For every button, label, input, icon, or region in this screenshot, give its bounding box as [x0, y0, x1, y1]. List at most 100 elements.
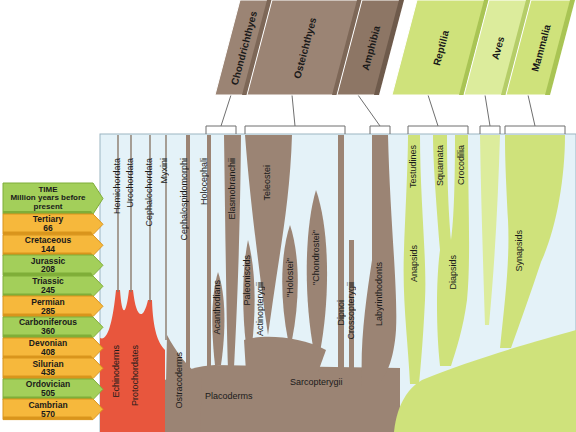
- leader-bracket: [480, 95, 500, 134]
- period-name: Cambrian: [28, 401, 67, 410]
- arrow-face: [3, 183, 103, 214]
- arrow-face: [3, 235, 103, 256]
- protochordate-spindle: [100, 290, 165, 432]
- protochordate-region: [100, 290, 165, 432]
- period-box: Permian285: [3, 296, 103, 317]
- period-age: 408: [41, 348, 55, 357]
- period-age: 285: [41, 307, 55, 316]
- arrow-face: [3, 338, 103, 359]
- period-name: Ordovician: [26, 380, 70, 389]
- period-name: TIME: [38, 186, 57, 194]
- class-column: Mammalia: [506, 0, 575, 95]
- arrow-face: [3, 214, 103, 235]
- fish-region: [165, 135, 400, 432]
- period-name: Silurian: [32, 360, 63, 369]
- arrow-face: [3, 379, 103, 400]
- diapsid-spindle: [433, 135, 469, 366]
- period-name: Jurassic: [31, 257, 66, 266]
- period-box: Triassic245: [3, 276, 103, 297]
- anapsid-spindle: [404, 135, 426, 384]
- period-name: Carboniferous: [19, 318, 77, 327]
- taxon-label: Elasmobranchii: [228, 158, 237, 220]
- taxon-label: Paleoniscids: [243, 255, 252, 306]
- class-column: Amphibia: [337, 0, 404, 95]
- period-name: Triassic: [32, 277, 64, 286]
- column-face: [506, 0, 575, 95]
- taxon-label: Squamata: [436, 145, 445, 186]
- taxon-label: Urochordata: [126, 158, 135, 208]
- dipnoi-column: [338, 135, 344, 372]
- arrow-face: [3, 276, 103, 297]
- column-face: [337, 0, 404, 95]
- period-age: 245: [41, 286, 55, 295]
- arrow-face: [3, 317, 103, 338]
- paleoniscid-spindle: [243, 240, 254, 345]
- period-age: 144: [41, 245, 55, 254]
- amniote-region: [394, 135, 576, 432]
- period-box: Devonian408: [3, 338, 103, 359]
- branch-lines: [118, 135, 166, 340]
- taxon-label: Cephalospidomorphi: [180, 158, 189, 241]
- taxon-label: Testudines: [409, 145, 418, 188]
- elasmobranch-column: [224, 135, 241, 370]
- taxon-label: Anapsids: [410, 245, 419, 282]
- period-name: Cretaceous: [25, 236, 71, 245]
- leader-bracket: [206, 95, 236, 134]
- period-box: Silurian438: [3, 358, 103, 379]
- period-age: 505: [41, 389, 55, 398]
- period-box: TIMEMillion years before present: [3, 183, 103, 214]
- acanthodian-spindle: [212, 272, 224, 365]
- taxon-label: Placoderms: [205, 392, 253, 401]
- arrow-face: [3, 358, 103, 379]
- synapsid-spindle: [500, 135, 565, 348]
- taxon-label: Crocodilia: [457, 145, 466, 185]
- taxon-label: Holocephali: [200, 158, 209, 205]
- period-box: Cretaceous144: [3, 235, 103, 256]
- period-age: 438: [41, 368, 55, 377]
- taxon-label: Crossopterygii: [347, 282, 356, 340]
- ostracoderm-wedge: [165, 335, 202, 432]
- arrow-face: [3, 296, 103, 317]
- taxon-label: Ostracoderms: [175, 352, 184, 409]
- taxon-label: Actinopterygii: [256, 282, 265, 336]
- taxon-label: Protochordates: [131, 345, 140, 406]
- period-age: Million years before present: [3, 194, 93, 211]
- column-side: [545, 0, 575, 95]
- period-box: Jurassic208: [3, 255, 103, 276]
- taxon-label: "Holostei": [286, 258, 295, 297]
- taxon-label: Teleostei: [263, 165, 272, 201]
- leader-bracket: [358, 95, 390, 134]
- time-panel: [100, 134, 576, 432]
- holostei-spindle: [282, 225, 298, 340]
- taxon-label: "Chondrostei": [312, 230, 321, 285]
- bird-spindle: [480, 135, 500, 325]
- arrow-face: [3, 255, 103, 276]
- taxon-label: Diapsids: [449, 255, 458, 290]
- taxon-label: Hemichordata: [113, 158, 122, 214]
- leader-bracket: [408, 95, 468, 134]
- period-name: Tertiary: [33, 215, 64, 224]
- labyrinthodont-spindle: [362, 135, 397, 386]
- chondrostei-spindle: [307, 190, 327, 352]
- period-name: Permian: [31, 298, 65, 307]
- taxon-label: Cephalochordata: [145, 158, 154, 227]
- period-name: Devonian: [29, 339, 67, 348]
- taxon-label: Echinoderms: [112, 345, 121, 398]
- taxon-label: Labyrinthodonts: [375, 262, 384, 326]
- taxon-label: Sarcopterygii: [290, 378, 343, 387]
- leader-bracket: [505, 95, 565, 134]
- period-age: 570: [41, 410, 55, 419]
- period-box: Cambrian570: [3, 399, 103, 420]
- period-age: 66: [43, 224, 52, 233]
- taxon-label: Dipnoi: [337, 300, 346, 326]
- period-age: 360: [41, 327, 55, 336]
- header-leaders: [206, 95, 565, 134]
- period-age: 208: [41, 265, 55, 274]
- period-box: Ordovician505: [3, 379, 103, 400]
- taxon-label: Synapsids: [515, 230, 524, 272]
- taxon-label: Acanthodians: [213, 280, 222, 335]
- leader-bracket: [245, 95, 345, 134]
- period-box: Carboniferous360: [3, 317, 103, 338]
- period-box: Tertiary66: [3, 214, 103, 235]
